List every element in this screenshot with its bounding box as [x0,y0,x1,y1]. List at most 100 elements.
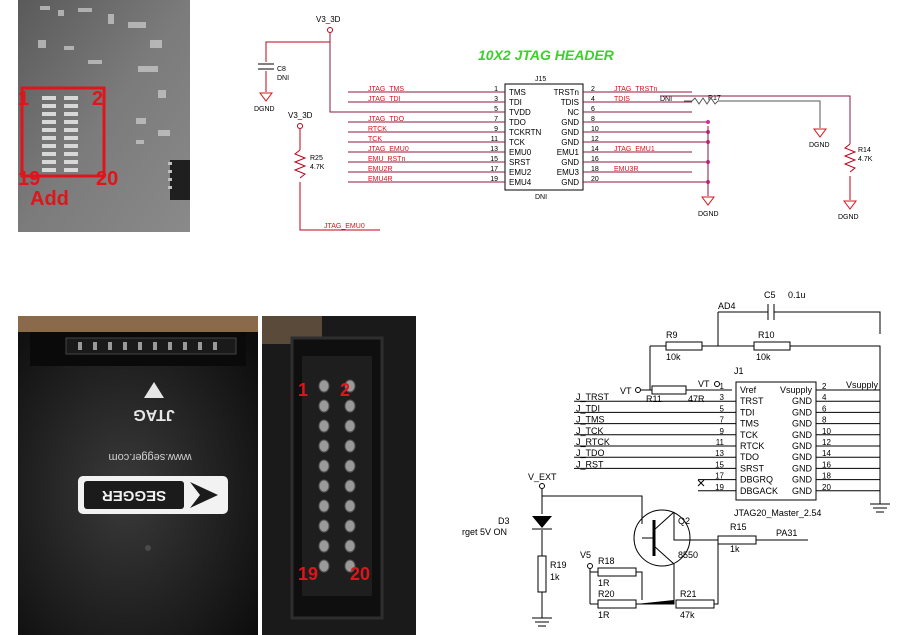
power-node-top [327,27,333,33]
socket-pins [318,379,356,573]
j15-left-pin-name: EMU0 [509,148,532,157]
j1-right-pin-num: 16 [822,460,831,469]
j1-right-pin-name: Vsupply [780,385,813,395]
j15-left-pin-name: TDO [509,118,526,127]
j15-right-pin-name: GND [561,138,579,147]
j1-connector-body [735,381,817,501]
c5-val: 0.1u [788,290,806,300]
r17-resistor [684,97,821,128]
segger-jtag-label: JTAG [133,406,174,423]
j15-left-pin-num: 11 [491,136,498,143]
socket-pin1-label: 1 [298,380,309,400]
j1-right-pin-name: GND [792,396,813,406]
j1-right-pin-num: 6 [822,404,827,413]
gnd-label-r14: DGND [838,214,859,221]
j1-right-pin-name: GND [792,463,813,473]
j1-right-pin-name: GND [792,419,813,429]
r11-val: 47R [688,394,705,404]
r25-ref: R25 [310,155,323,162]
j15-left-pin-num: 9 [494,126,498,133]
j1-left-pin-name: RTCK [740,441,764,451]
j1-left-net: J_TDI [576,403,600,413]
ad4-label: AD4 [718,301,736,311]
r20-ref: R20 [598,589,615,599]
jtag-header-title: 10X2 JTAG HEADER [478,47,615,63]
d3-ref: D3 [498,516,510,526]
j15-left-pin-num: 19 [490,176,498,183]
r18-ref: R18 [598,556,615,566]
pcb-photo-art [18,0,190,232]
j1-left-pin-num: 3 [720,393,725,402]
j1-left-pin-num: 13 [715,449,724,458]
pcb-photo: 1 2 19 20 Add [18,0,190,232]
j1-left-pin-num: 5 [720,404,725,413]
j1-right-pin-num: 8 [822,416,827,425]
bottom-net-label: JTAG_EMU0 [324,223,365,230]
wire-tvdd [329,33,494,113]
pcb-highlight-box [20,86,106,178]
gnd-symbol-r14 [843,200,857,210]
gnd-label-bus: DGND [698,211,719,218]
q2-transistor-icon [633,509,691,567]
j15-left-pin-num: 7 [494,116,498,123]
j1-left-pin-num: 9 [720,427,725,436]
j1-left-net: J_TCK [576,426,604,436]
j1-left-pin-name: TDO [740,452,759,462]
j1-left-pin-name: Vref [740,385,757,395]
dbgrq-no-connect-icon [697,479,705,487]
j1-right-pin-num: 12 [822,438,831,447]
j1-left-pin-name: TCK [740,430,758,440]
gnd-symbol-r17 [813,128,827,138]
q2-val: 8550 [678,550,698,560]
j1-left-pin-num: 15 [715,460,724,469]
segger-photo: JTAG www.segger.com SEGGER [18,316,258,635]
j1-left-net: J_TDO [576,448,605,458]
r19-val: 1k [550,572,560,582]
gnd-symbol-bus [701,196,715,206]
r11-ref: R11 [646,394,662,404]
j1-left-pin-num: 11 [716,438,725,447]
j1-left-pin-name: TDI [740,407,755,417]
power-node-mid [297,123,303,129]
j15-left-pin-num: 3 [494,96,498,103]
vt-left-label: VT [620,386,632,396]
j15-left-pin-name: TVDD [509,108,531,117]
j15-right-pin-num: 16 [591,156,599,163]
j1-right-pin-num: 20 [822,483,831,492]
j1-right-pin-num: 10 [822,427,831,436]
r17-note: DNI [660,96,672,103]
j15-right-pin-num: 12 [591,136,599,143]
j15-left-pin-num: 13 [490,146,498,153]
wire-r14 [660,95,851,144]
power-label-mid: V3_3D [288,111,313,120]
j15-right-pin-num: 10 [591,126,599,133]
j15-left-pin-num: 17 [490,166,498,173]
wire-c8-top [265,33,331,62]
j15-right-net: EMU3R [614,166,639,173]
r17-ref: R17 [708,95,721,102]
schematic-bottom-drawing: AD4 C5 0.1u R9 10k R10 10k VT R11 47R VT… [462,284,898,635]
segger-brand-label: SEGGER [102,487,166,504]
r25-resistor [293,149,307,179]
v-ext-node [539,483,545,489]
j1-right-pin-name: GND [792,452,813,462]
r14-ref: R14 [858,147,871,154]
gnd-symbol-r19 [532,617,552,627]
j15-right-net: JTAG_EMU1 [614,146,655,153]
pcb-add-label: Add [30,188,69,210]
r14-resistor [843,143,857,173]
pcb-pin20-label: 20 [96,168,119,190]
j1-ref: J1 [734,366,744,376]
segger-url-label: www.segger.com [108,451,192,463]
q2-ref: Q2 [678,516,690,526]
j1-left-pin-name: SRST [740,463,765,473]
j15-left-pin-name: SRST [509,158,530,167]
r20-val: 1R [598,610,610,620]
gnd-symbol-j1 [870,503,890,513]
j1-left-pin-num: 7 [720,416,725,425]
j15-right-pin-num: 8 [591,116,595,123]
j1-left-pin-name: TRST [740,396,764,406]
j1-left-pin-num: 1 [720,382,725,391]
j15-right-pin-num: 2 [591,86,595,93]
j15-right-pin-num: 6 [591,106,595,113]
